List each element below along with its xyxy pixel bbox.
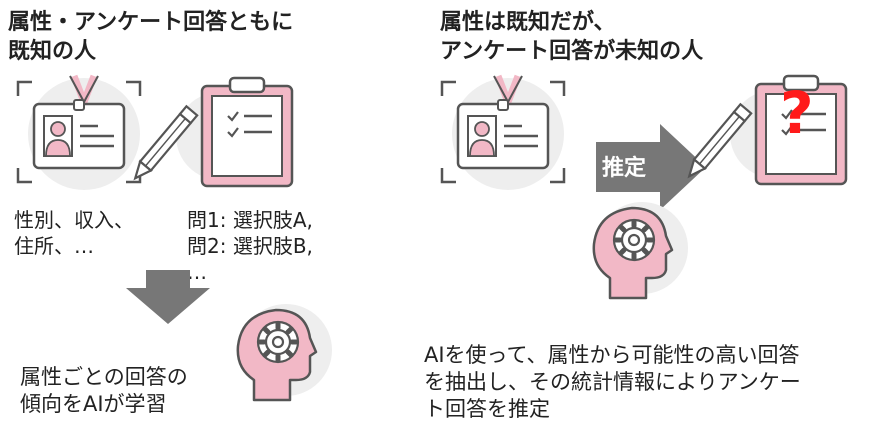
down-arrow-icon	[126, 270, 210, 324]
question-mark-icon: ?	[780, 79, 814, 147]
ai-head-icon	[236, 304, 332, 402]
explain-text: AIを使って、属性から可能性の高い回答 を抽出し、その統計情報によりアンケー ト…	[424, 343, 801, 421]
id-card-icon-right	[440, 74, 566, 190]
attributes-text: 性別、収入、 住所、…	[14, 208, 134, 258]
right-arrow-icon	[596, 124, 706, 210]
answers-text: 問1: 選択肢A, 問2: 選択肢B, …	[187, 208, 313, 284]
learn-text: 属性ごとの回答の 傾向をAIが学習	[20, 365, 188, 416]
left-title: 属性・アンケート回答ともに 既知の人	[8, 10, 294, 64]
ai-head-icon-right	[592, 202, 688, 300]
right-title: 属性は既知だが、 アンケート回答が未知の人	[440, 10, 704, 64]
clipboard-icon-right	[687, 74, 848, 186]
id-card-icon	[16, 74, 142, 190]
clipboard-icon	[133, 76, 294, 188]
arrow-label: 推定	[602, 156, 647, 181]
